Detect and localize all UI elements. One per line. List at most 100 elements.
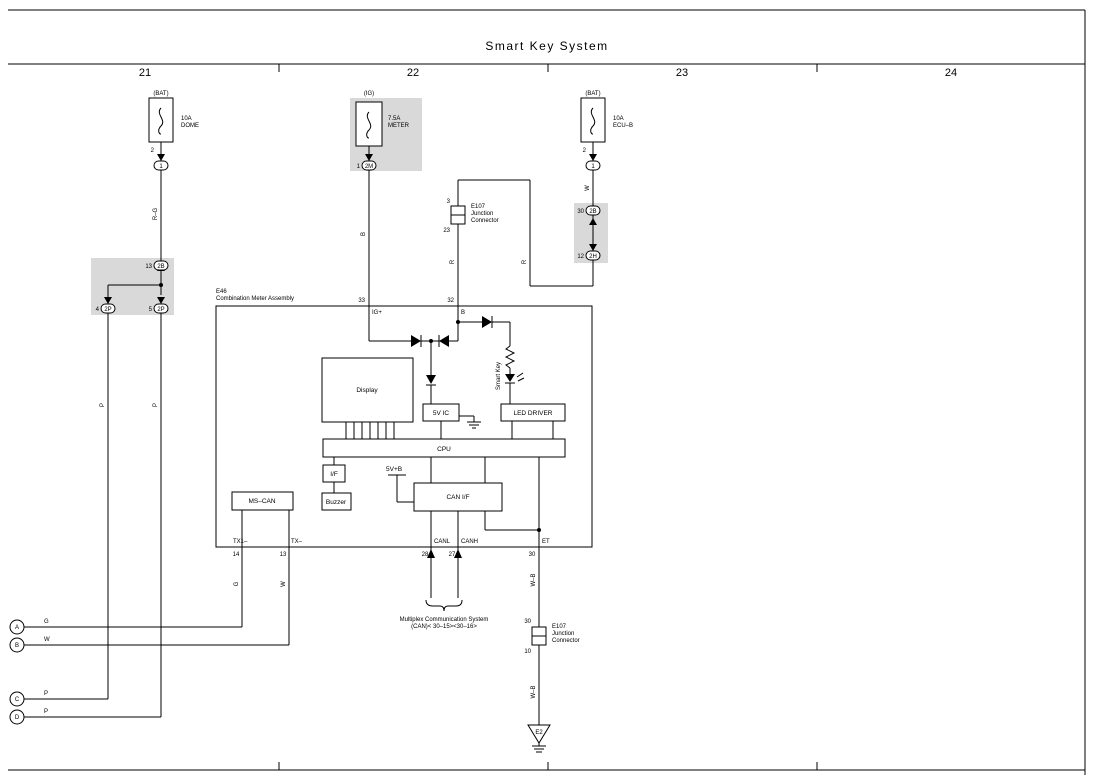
wire-color: P xyxy=(44,709,48,715)
wire-color: R xyxy=(450,259,456,264)
wire-color: W xyxy=(281,581,287,587)
pin-number: 1 xyxy=(357,164,361,170)
column-number: 21 xyxy=(139,67,151,79)
cpu-block xyxy=(322,438,566,458)
terminal-c: C xyxy=(9,691,25,707)
pin-number: 13 xyxy=(145,264,152,270)
display-bus xyxy=(345,422,395,439)
wire-color: W–B xyxy=(531,573,537,586)
connector-label: 1 xyxy=(159,164,163,170)
cpu-label: CPU xyxy=(437,446,451,453)
terminal-label: TX1– xyxy=(233,539,248,545)
if-label: I/F xyxy=(330,471,338,478)
wire-color: W–B xyxy=(531,685,537,698)
connector-id: E107 xyxy=(552,624,567,630)
connector-name: Connector xyxy=(552,638,580,644)
meter-name: Combination Meter Assembly xyxy=(216,296,294,302)
pin-number: 12 xyxy=(577,254,584,260)
pin-number: 2 xyxy=(151,148,155,154)
terminal-a: A xyxy=(9,619,25,635)
ground-symbol xyxy=(527,724,551,753)
multiplex-label: Multiplex Communication System xyxy=(400,617,489,623)
ic-ground xyxy=(440,415,481,439)
terminal-label: IG+ xyxy=(372,310,382,316)
ms-can-label: MS–CAN xyxy=(248,498,275,505)
wires-g-w xyxy=(24,547,290,718)
column-number: 22 xyxy=(407,67,419,79)
pin-number: 13 xyxy=(280,552,287,558)
pin-number: 33 xyxy=(358,298,365,304)
column-number: 24 xyxy=(945,67,957,79)
connector-label: 2M xyxy=(365,164,373,170)
column-number: 23 xyxy=(676,67,688,79)
fuse-supply: (BAT) xyxy=(153,91,168,97)
fuse-name: ECU–B xyxy=(613,123,633,129)
terminal-label: CANH xyxy=(461,539,478,545)
fuse-rating: 7.5A xyxy=(388,116,400,122)
can-if-label: CAN I/F xyxy=(446,494,469,501)
connector-label: 2P xyxy=(104,307,111,313)
pin-number: 28 xyxy=(422,552,429,558)
diagram-title: Smart Key System xyxy=(485,39,608,53)
can-if-block xyxy=(413,482,503,512)
fuse-name: METER xyxy=(388,123,410,129)
wire-color: W xyxy=(585,185,591,191)
display-label: Display xyxy=(356,387,378,394)
wire-r-g xyxy=(100,170,169,717)
connector-name: Junction xyxy=(552,631,574,637)
terminal-id: D xyxy=(15,715,20,721)
buzzer-block xyxy=(321,492,352,511)
power-diodes xyxy=(368,306,525,404)
fuse-supply: (BAT) xyxy=(585,91,600,97)
connector-id: E107 xyxy=(471,204,486,210)
connector-label: 1 xyxy=(591,164,595,170)
wire-color: G xyxy=(234,581,240,586)
fuse-rating: 10A xyxy=(613,116,624,122)
wire-color: W xyxy=(44,637,50,643)
wire-color: P xyxy=(153,403,159,407)
connector-label: 2B xyxy=(589,209,596,215)
pin-number: 5 xyxy=(149,307,153,313)
meter-assembly-box xyxy=(215,305,593,548)
wire-w-ecu xyxy=(585,170,601,286)
pin-number: 27 xyxy=(449,552,456,558)
ms-can-block xyxy=(231,491,294,511)
wire-color: P xyxy=(44,691,48,697)
frame xyxy=(8,9,1086,775)
fuse-name: DOME xyxy=(181,123,199,129)
wire-color: B xyxy=(361,232,367,236)
wire-color: R–G xyxy=(153,208,159,221)
connector-label: 2P xyxy=(157,307,164,313)
wire-color: P xyxy=(100,403,106,407)
smart-key-indicator-label: Smart Key xyxy=(496,362,502,390)
terminal-id: B xyxy=(15,643,19,649)
pin-number: 30 xyxy=(577,209,584,215)
pin-number: 32 xyxy=(447,298,454,304)
buzzer-label: Buzzer xyxy=(326,499,347,506)
terminal-label: TX– xyxy=(291,539,303,545)
terminal-id: C xyxy=(15,697,20,703)
led-driver-label: LED DRIVER xyxy=(513,410,552,417)
ground-id: E2 xyxy=(535,730,543,736)
fuse-supply: (IG) xyxy=(364,91,374,97)
can-if-wiring xyxy=(388,457,541,547)
display-block xyxy=(321,357,414,423)
5v-ic-label: 5V IC xyxy=(433,410,450,417)
multiplex-label: (CAN)< 30–15><30–16> xyxy=(411,624,477,630)
pin-number: 30 xyxy=(529,552,536,558)
5v-b-label: 5V+B xyxy=(386,466,402,473)
terminal-label: B xyxy=(461,310,465,316)
pin-number: 14 xyxy=(233,552,240,558)
connector-name: Connector xyxy=(471,218,499,224)
fuse-rating: 10A xyxy=(181,116,192,122)
meter-id: E46 xyxy=(216,289,227,295)
pin-number: 23 xyxy=(443,228,450,234)
pin-number: 30 xyxy=(524,619,531,625)
connector-label: 2B xyxy=(157,264,164,270)
pin-number: 3 xyxy=(447,199,451,205)
fuse-dome xyxy=(148,97,174,171)
can-bus-arrows xyxy=(425,547,463,612)
terminal-label: ET xyxy=(542,539,550,545)
pin-number: 4 xyxy=(96,307,100,313)
